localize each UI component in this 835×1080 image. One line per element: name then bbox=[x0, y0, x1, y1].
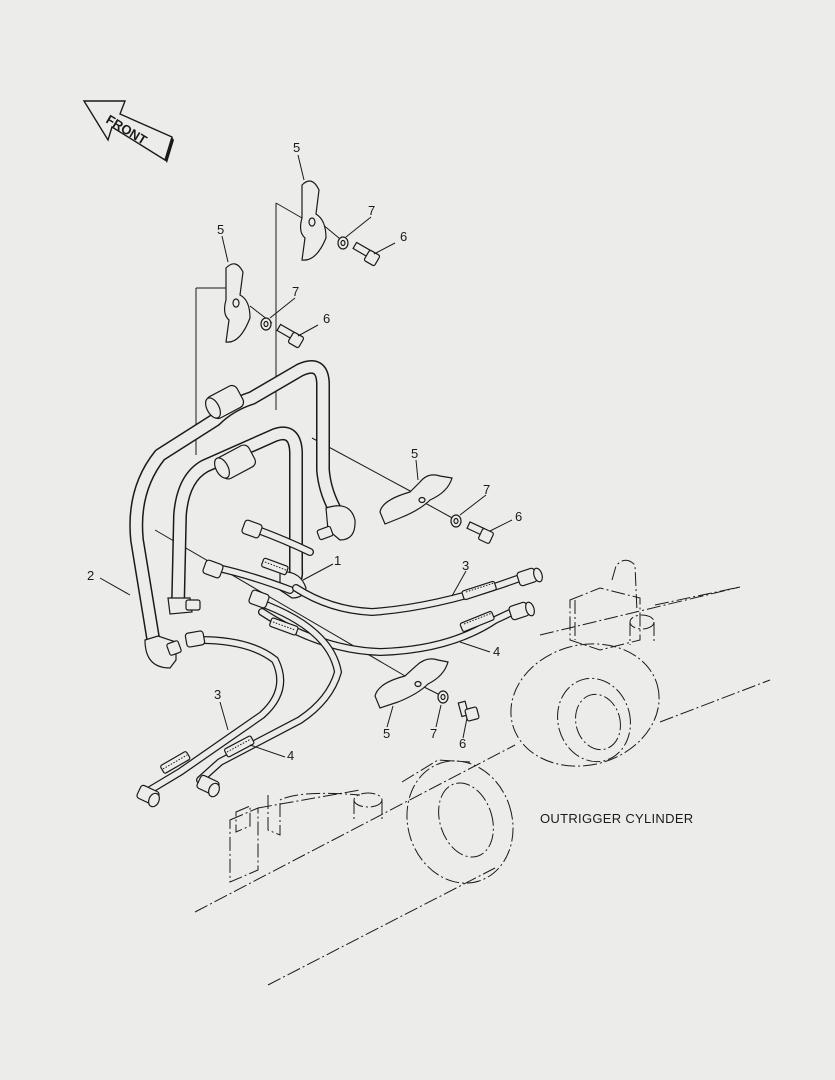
callout-5-upper-right: 5 bbox=[293, 140, 300, 155]
hose-fitting bbox=[202, 559, 224, 579]
callout-7-lower: 7 bbox=[430, 726, 437, 741]
callout-6-middle: 6 bbox=[515, 509, 522, 524]
bolt-icon bbox=[276, 323, 305, 349]
bolt-icon bbox=[457, 700, 480, 722]
pipe-sleeve bbox=[205, 384, 245, 420]
hose-ferrule bbox=[461, 580, 497, 601]
callout-5-upper-left: 5 bbox=[217, 222, 224, 237]
hose-fitting bbox=[136, 784, 161, 808]
hose-ferrule bbox=[459, 610, 495, 633]
hose-fitting bbox=[248, 589, 270, 609]
callout-7-upper-left: 7 bbox=[292, 284, 299, 299]
callout-4-right: 4 bbox=[493, 644, 500, 659]
callout-3-right: 3 bbox=[462, 558, 469, 573]
bolt-icon bbox=[466, 521, 494, 544]
hose-fitting bbox=[241, 519, 263, 539]
pipe-clamp-upper-right bbox=[299, 180, 327, 261]
front-arrow-icon: FRONT bbox=[82, 100, 174, 163]
washer-icon bbox=[437, 690, 449, 704]
callout-5-middle: 5 bbox=[411, 446, 418, 461]
bolt-icon bbox=[352, 241, 381, 267]
callout-5-lower: 5 bbox=[383, 726, 390, 741]
washer-icon bbox=[337, 236, 349, 250]
pipe-sleeve bbox=[214, 444, 257, 480]
hose-fitting bbox=[516, 567, 543, 587]
pipe-clamp-upper-left bbox=[223, 263, 251, 343]
callout-2: 2 bbox=[87, 568, 94, 583]
hose-ferrule bbox=[160, 751, 191, 774]
callout-6-upper-right: 6 bbox=[400, 229, 407, 244]
hose-fitting bbox=[196, 774, 221, 798]
callout-leaders bbox=[99, 154, 513, 758]
pipe-elbow bbox=[325, 505, 356, 541]
callout-6-lower: 6 bbox=[459, 736, 466, 751]
callout-6-upper-left: 6 bbox=[323, 311, 330, 326]
washer-icon bbox=[260, 317, 272, 331]
callout-7-middle: 7 bbox=[483, 482, 490, 497]
outrigger-cylinder-caption: OUTRIGGER CYLINDER bbox=[540, 811, 693, 826]
hose-fitting bbox=[184, 630, 206, 648]
hose-ferrule bbox=[269, 617, 299, 636]
pipe-clamp-lower bbox=[374, 658, 449, 709]
hose-assembly bbox=[136, 519, 543, 808]
hose-fitting bbox=[508, 601, 535, 621]
callout-7-upper-right: 7 bbox=[368, 203, 375, 218]
callout-3-left: 3 bbox=[214, 687, 221, 702]
outrigger-cylinder-upper bbox=[510, 559, 771, 767]
rigid-pipe-assembly bbox=[129, 360, 356, 669]
hose-ferrule bbox=[261, 557, 289, 576]
washer-icon bbox=[450, 514, 462, 528]
hose-ferrule bbox=[223, 735, 255, 758]
callout-1: 1 bbox=[334, 553, 341, 568]
callout-4-left: 4 bbox=[287, 748, 294, 763]
outrigger-cylinder-lower bbox=[194, 744, 516, 986]
pipe-clamp-middle bbox=[379, 474, 453, 525]
